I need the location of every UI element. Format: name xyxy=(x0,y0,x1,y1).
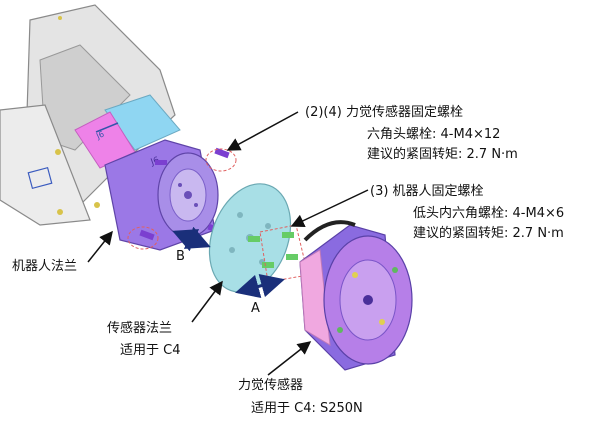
leader-sensor-flange xyxy=(191,280,223,323)
leader-callout-3 xyxy=(290,189,369,227)
callout-3-torque: 建议的紧固转矩: 2.7 N·m xyxy=(413,226,564,241)
callout-24-title: (2)(4) 力觉传感器固定螺栓 xyxy=(305,105,463,120)
callout-24-bolt: 六角头螺栓: 4-M4×12 xyxy=(367,127,501,142)
green-screws xyxy=(248,224,309,283)
callout-3-bolt: 低头内六角螺栓: 4-M4×6 xyxy=(413,206,565,221)
sensor-flange-label: 传感器法兰 xyxy=(107,321,173,336)
robot-arm xyxy=(0,4,176,226)
leader-force-sensor xyxy=(267,341,312,376)
force-sensor-part xyxy=(299,220,413,371)
robot-flange-part: J6 xyxy=(104,139,219,251)
force-sensor-for: 适用于 C4: S250N xyxy=(251,401,363,416)
sensor-flange-for: 适用于 C4 xyxy=(120,343,181,358)
robot-flange-label: 机器人法兰 xyxy=(12,259,78,274)
arrow-a xyxy=(235,273,285,299)
leader-callout-24 xyxy=(226,111,299,151)
arrow-a-label: A xyxy=(251,301,260,316)
ring-text-blue: J6 xyxy=(94,130,105,142)
force-sensor-label: 力觉传感器 xyxy=(238,378,304,393)
callout-24-torque: 建议的紧固转矩: 2.7 N·m xyxy=(367,147,518,162)
callout-3-title: (3) 机器人固定螺栓 xyxy=(370,184,484,199)
arrow-b xyxy=(172,226,211,252)
leader-robot-flange xyxy=(87,230,113,263)
arrow-b-label: B xyxy=(176,249,185,264)
